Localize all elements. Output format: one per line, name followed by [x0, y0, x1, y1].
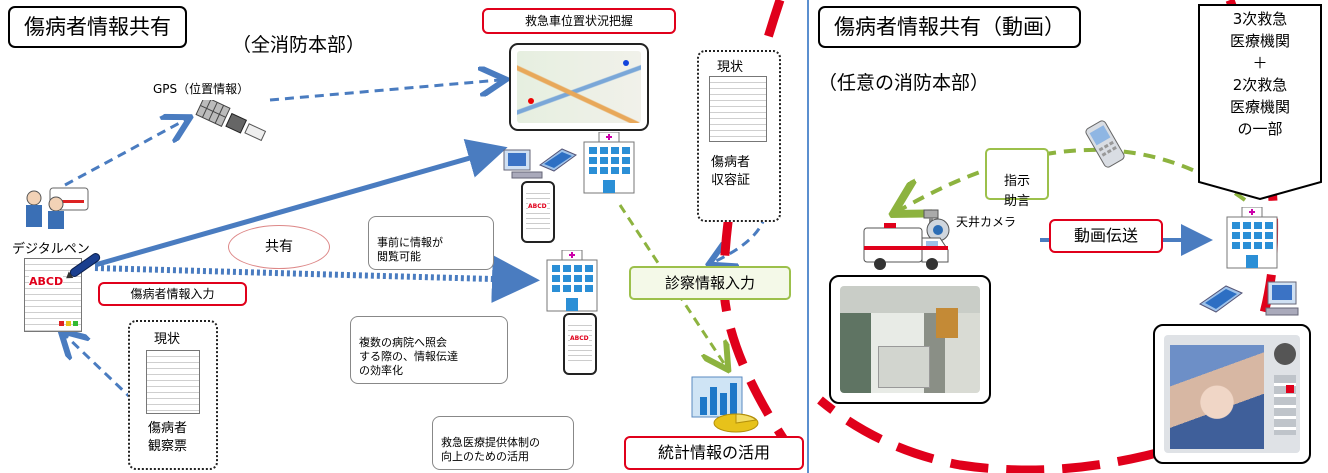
left-title-box: 傷病者情報共有 [8, 6, 187, 48]
ambulance-location-label: 救急車位置状況把握 [524, 14, 633, 28]
current-bottom-doc-image [146, 350, 200, 414]
hospital-building-icon [546, 249, 598, 312]
map-thumbnail [509, 43, 649, 131]
gps-label: GPS（位置情報） [153, 82, 250, 96]
ceiling-camera-icon [920, 208, 956, 244]
current-doc-top-box: 現状 傷病者 収容証 [697, 50, 781, 222]
smartphone-icon: ABCD [521, 181, 555, 243]
share-ellipse: 共有 [228, 225, 330, 269]
arrow-pen-gps [64, 120, 185, 187]
arrow-share-solid [94, 138, 508, 268]
pen-label: デジタルペン [12, 242, 90, 257]
computer-icon [1262, 280, 1302, 318]
current-bottom-label: 現状 [154, 332, 181, 347]
instruction-label: 指示 助言 [1003, 174, 1030, 209]
statistics-chart-icon [690, 375, 762, 437]
right-subtitle: （任意の消防本部） [818, 72, 990, 94]
hospital-building-icon [583, 131, 635, 194]
callout-multi: 複数の病院へ照会 する際の、情報伝達 の効率化 [350, 316, 508, 384]
form-abcd-text: ABCD [29, 275, 64, 288]
right-title: 傷病者情報共有（動画） [834, 15, 1065, 39]
current-top-doc-image [709, 76, 767, 142]
mobile-phone-icon [1082, 118, 1128, 170]
callout-multi-text: 複数の病院へ照会 する際の、情報伝達 の効率化 [359, 336, 458, 377]
exam-input-label: 診察情報入力 [664, 274, 755, 292]
callout-advance-text: 事前に情報が 閲覧可能 [377, 236, 443, 263]
hospital-callout-label: 3次救急 医療機関 ＋ 2次救急 医療機関 の一部 [1229, 10, 1290, 138]
left-title: 傷病者情報共有 [24, 15, 171, 39]
satellite-icon [190, 95, 270, 155]
stats-label: 統計情報の活用 [657, 443, 770, 462]
callout-stats: 救急医療提供体制の 向上のための活用 [432, 416, 574, 470]
digital-pen-icon [62, 250, 108, 280]
ambulance-location-label-box: 救急車位置状況把握 [482, 8, 676, 34]
share-label: 共有 [265, 239, 293, 255]
left-subtitle: （全消防本部） [232, 34, 366, 56]
patient-video-monitor-photo [1153, 324, 1311, 464]
video-label-box: 動画伝送 [1049, 219, 1163, 253]
arrow-share-dotted [94, 255, 540, 303]
current-doc-bottom-box: 現状 傷病者 観察票 [128, 320, 218, 470]
hospital-building-icon [1226, 206, 1278, 269]
exam-input-label-box: 診察情報入力 [629, 266, 791, 300]
callout-advance: 事前に情報が 閲覧可能 [368, 216, 494, 270]
current-bottom-doc-label: 傷病者 観察票 [148, 421, 188, 454]
arrow-current-form [65, 335, 135, 402]
ambulance-interior-photo [829, 275, 991, 404]
tablet-icon [1198, 282, 1244, 314]
smartphone-icon: ABCD [563, 313, 597, 375]
input-label: 傷病者情報入力 [130, 287, 215, 301]
ambulance-icon [860, 220, 950, 272]
arrow-instruction-arc [900, 148, 1247, 210]
camera-label: 天井カメラ [956, 215, 1017, 229]
current-top-doc-label: 傷病者 収容証 [711, 155, 751, 188]
tablet-icon [538, 145, 578, 173]
callout-stats-text: 救急医療提供体制の 向上のための活用 [441, 436, 540, 463]
input-label-box: 傷病者情報入力 [98, 282, 247, 306]
stats-label-box: 統計情報の活用 [624, 436, 804, 470]
arrow-gps-map [269, 80, 500, 102]
video-label: 動画伝送 [1073, 226, 1138, 245]
hospital-callout-box: 3次救急 医療機関 ＋ 2次救急 医療機関 の一部 [1198, 4, 1322, 200]
right-title-box: 傷病者情報共有（動画） [818, 6, 1081, 48]
computer-icon [500, 148, 545, 180]
paramedics-icon [20, 182, 90, 232]
current-top-label: 現状 [717, 60, 744, 75]
instruction-label-box: 指示 助言 [985, 148, 1049, 209]
